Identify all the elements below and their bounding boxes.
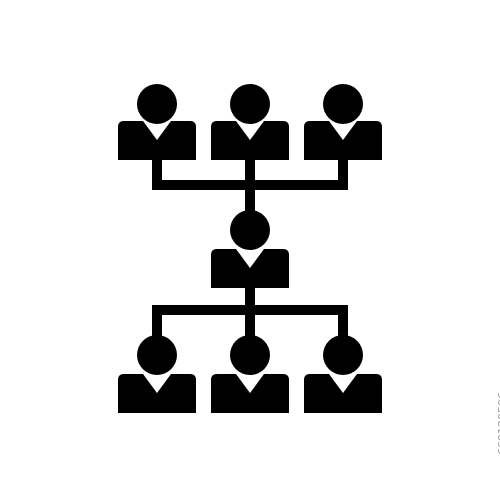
- shoulders: [304, 121, 382, 160]
- person-top-left: [118, 84, 196, 160]
- head: [323, 84, 363, 124]
- shoulders: [211, 249, 289, 288]
- person-bottom-right: [304, 335, 382, 413]
- person-bottom-left: [118, 335, 196, 413]
- person-top-center: [211, 84, 289, 160]
- top-connector-right: [250, 150, 348, 190]
- head: [137, 335, 177, 375]
- shoulders: [211, 121, 289, 160]
- shoulders: [118, 374, 196, 413]
- bottom-connector-bar: [152, 305, 348, 340]
- head: [230, 335, 270, 375]
- person-bottom-center: [211, 335, 289, 413]
- person-middle: [211, 210, 289, 288]
- shoulders: [211, 374, 289, 413]
- shoulders: [304, 374, 382, 413]
- head: [230, 210, 270, 250]
- head: [323, 335, 363, 375]
- person-top-right: [304, 84, 382, 160]
- top-connector-left: [152, 150, 250, 190]
- head: [230, 84, 270, 124]
- head: [137, 84, 177, 124]
- connector-lines: [152, 150, 348, 350]
- watermark-id-text: 669120506: [496, 392, 500, 455]
- shoulders: [118, 121, 196, 160]
